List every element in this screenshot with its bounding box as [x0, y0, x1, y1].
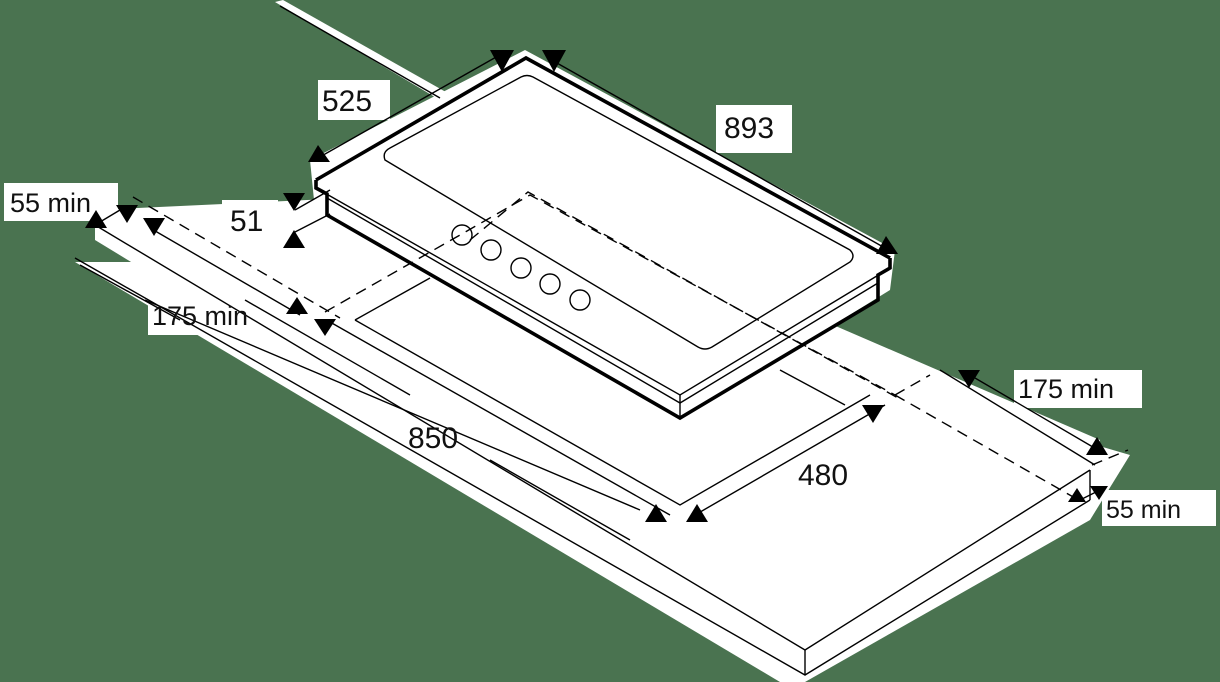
- dimension-arrows: [85, 50, 1108, 522]
- dimension-lines: [79, 5, 1101, 541]
- label-hob-height: 51: [230, 205, 263, 238]
- extension-dashed-lines: [132, 194, 1129, 499]
- diagram-backing: [4, 0, 1216, 682]
- hob: [314, 55, 899, 421]
- control-knob-5: [569, 289, 591, 311]
- control-knobs: [451, 224, 591, 311]
- label-right-front-clearance: 55 min: [1106, 496, 1181, 524]
- label-cutout-depth: 480: [798, 459, 848, 492]
- control-knob-2: [480, 239, 502, 261]
- label-hob-width: 893: [724, 112, 774, 145]
- worktop: [74, 224, 1096, 676]
- label-right-side-clearance: 175 min: [1018, 374, 1114, 404]
- control-knob-4: [539, 273, 561, 295]
- dimension-labels: 525 893 55 min 51 175 min 850 480 175 mi…: [10, 85, 1181, 524]
- worktop-cutout: [354, 277, 871, 506]
- label-cutout-width: 850: [408, 422, 458, 455]
- control-knob-1: [451, 224, 473, 246]
- label-left-side-clearance: 175 min: [152, 301, 248, 331]
- label-hob-depth: 525: [322, 85, 372, 118]
- control-knob-3: [510, 257, 532, 279]
- label-left-back-clearance: 55 min: [10, 188, 91, 218]
